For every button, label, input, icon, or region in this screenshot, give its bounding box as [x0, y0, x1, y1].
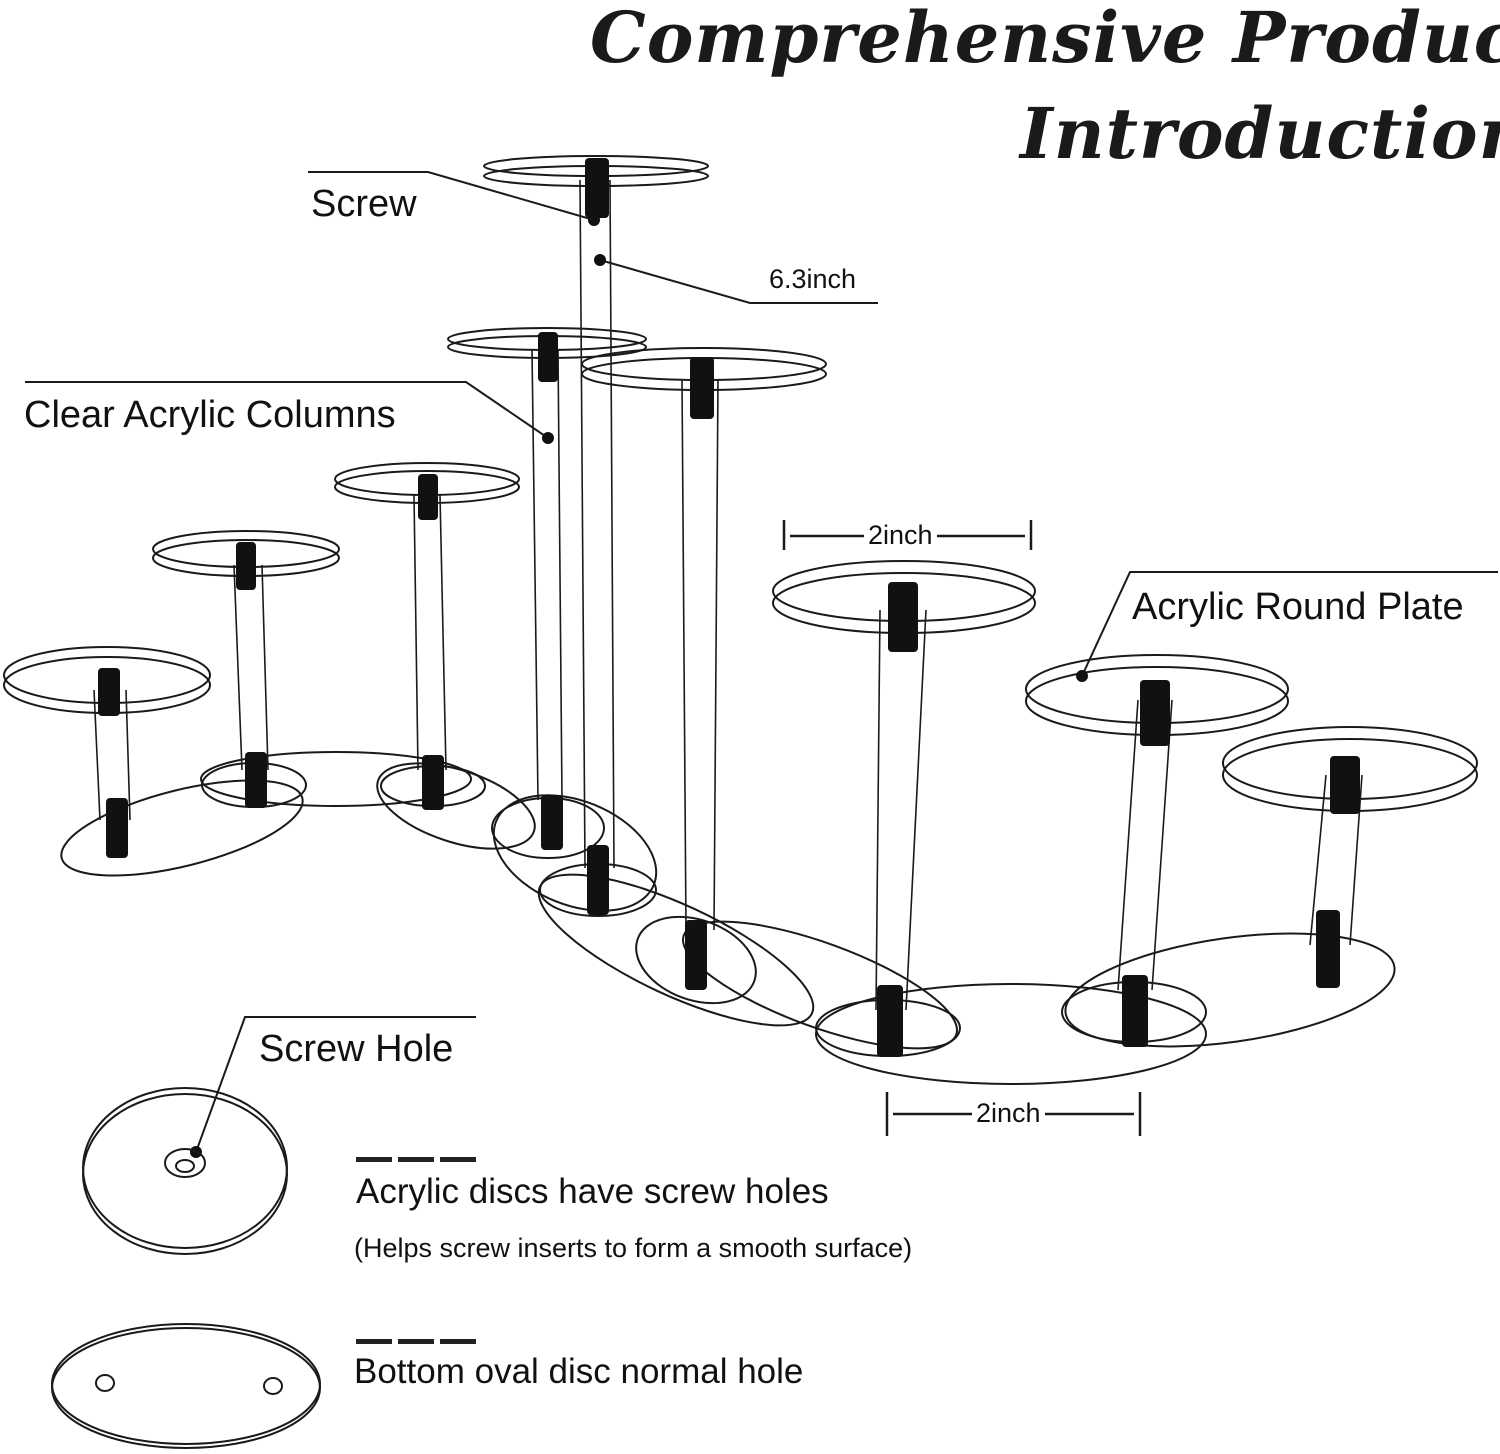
note-dash	[398, 1157, 434, 1162]
note-dash	[440, 1339, 476, 1344]
dimension-markers	[782, 520, 1142, 1136]
title-line-1: Comprehensive Product	[590, 0, 1500, 79]
base-oval-discs	[60, 751, 1396, 1085]
note-dash	[356, 1339, 392, 1344]
plate-width-label: 2inch	[864, 520, 937, 551]
discs-subnote: (Helps screw inserts to form a smooth su…	[354, 1233, 913, 1263]
screws	[98, 158, 1360, 1057]
columns-label: Clear Acrylic Columns	[24, 394, 396, 436]
screw-hole-label: Screw Hole	[259, 1028, 454, 1070]
round-plates	[3, 155, 1478, 812]
oval-note: Bottom oval disc normal hole	[354, 1352, 804, 1391]
screw-label: Screw	[311, 183, 417, 225]
oval-width-label: 2inch	[972, 1098, 1045, 1129]
oval-disc	[51, 1323, 321, 1449]
base-round-rings	[201, 762, 1207, 1057]
discs-note: Acrylic discs have screw holes	[356, 1172, 829, 1211]
plate-label: Acrylic Round Plate	[1132, 586, 1464, 628]
leader-lines	[25, 171, 1498, 1158]
title-line-2: Introduction	[1020, 92, 1500, 175]
note-dash	[356, 1157, 392, 1162]
note-dash	[398, 1339, 434, 1344]
clear-columns	[93, 179, 1363, 1011]
screw-hole-disc	[82, 1087, 288, 1255]
height-label: 6.3inch	[769, 264, 857, 294]
note-dash	[440, 1157, 476, 1162]
